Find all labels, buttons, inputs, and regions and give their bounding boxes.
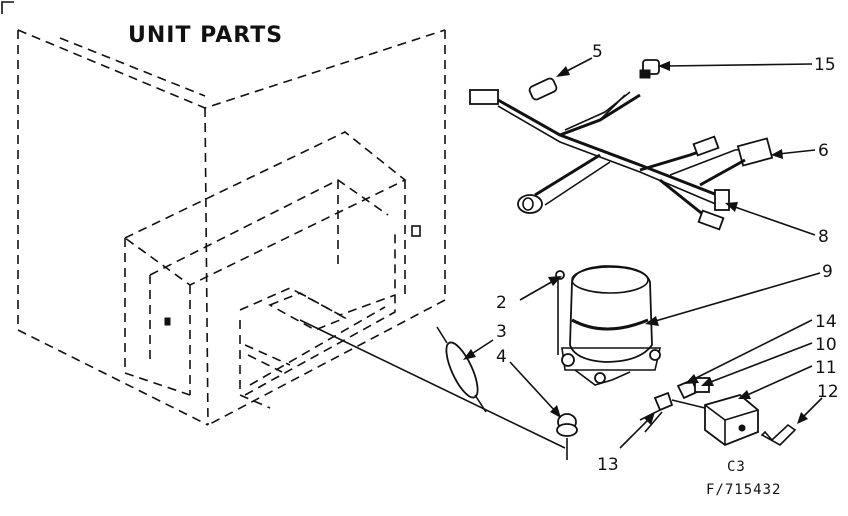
part-15-connector [639, 59, 660, 79]
part-13-wiring [639, 391, 706, 433]
callout-11: 11 [738, 358, 837, 399]
wiring-harness [469, 89, 774, 231]
svg-text:8: 8 [818, 227, 829, 247]
svg-text:13: 13 [597, 455, 619, 475]
callout-12: 12 [797, 382, 839, 424]
drawing-number: F/715432 [706, 482, 781, 498]
callout-10: 10 [701, 335, 837, 386]
svg-text:15: 15 [814, 55, 836, 75]
svg-text:12: 12 [817, 382, 839, 402]
callout-15: 15 [658, 55, 836, 75]
compressor [555, 265, 662, 386]
part-12-bail-clip [760, 423, 797, 446]
callout-2: 2 [496, 276, 562, 313]
svg-text:9: 9 [822, 262, 833, 282]
callout-14: 14 [685, 312, 837, 384]
callout-13: 13 [597, 412, 655, 475]
callout-4: 4 [496, 347, 561, 418]
svg-text:4: 4 [496, 347, 507, 367]
part-4-grommet [556, 413, 578, 460]
callout-6: 6 [771, 141, 829, 161]
callout-5: 5 [556, 42, 603, 77]
corner-mark [1, 1, 14, 14]
svg-text:3: 3 [496, 322, 507, 342]
compartment-parts [244, 292, 566, 449]
cabinet-outline [17, 29, 446, 426]
part-11-relay-cover [704, 394, 759, 447]
diagram-title: UNIT PARTS [128, 23, 283, 48]
drawing-code: C3 [727, 459, 746, 475]
svg-text:2: 2 [496, 293, 507, 313]
part-3-drier [436, 326, 487, 413]
svg-text:11: 11 [815, 358, 837, 378]
svg-text:5: 5 [592, 42, 603, 62]
callout-9: 9 [645, 262, 833, 326]
svg-text:14: 14 [815, 312, 837, 332]
svg-text:6: 6 [818, 141, 829, 161]
callout-8: 8 [725, 202, 829, 247]
svg-text:10: 10 [815, 335, 837, 355]
part-5-connector [528, 77, 558, 101]
machine-compartment [123, 131, 421, 409]
callout-3: 3 [463, 322, 507, 360]
